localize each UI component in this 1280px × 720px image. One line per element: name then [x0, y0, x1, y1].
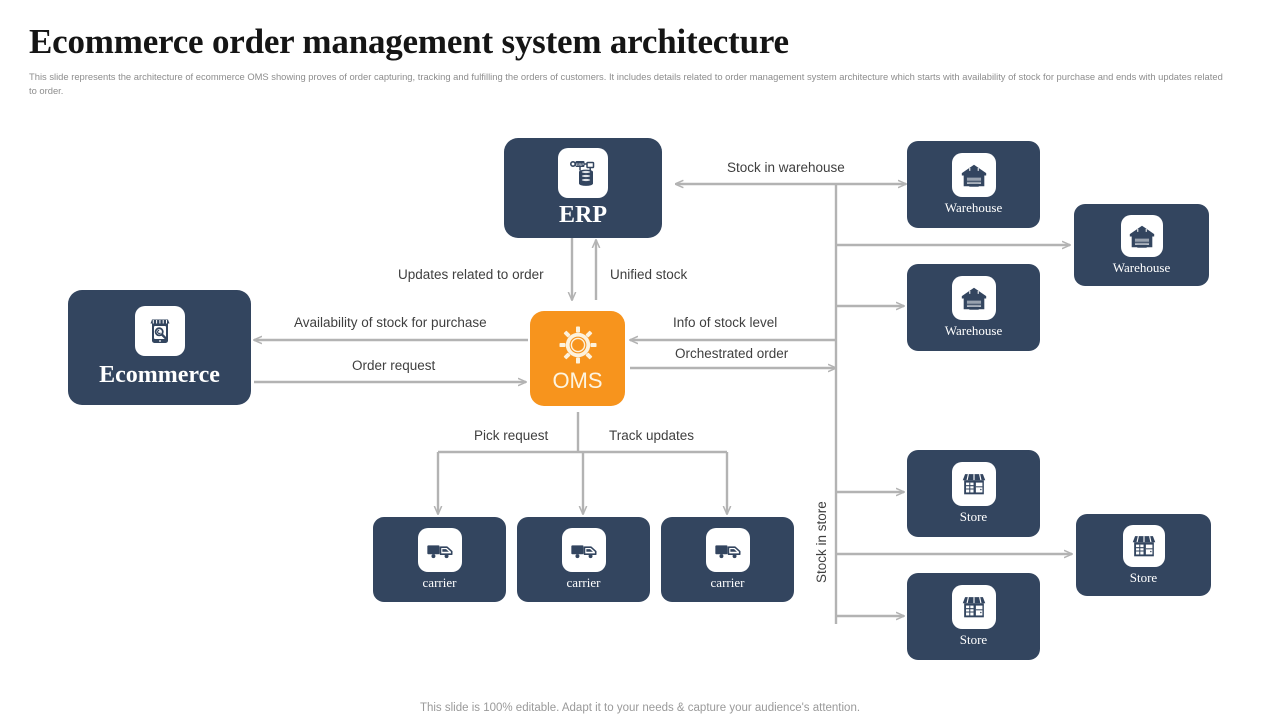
node-carrier-2[interactable]: carrier	[517, 517, 650, 602]
node-carrier-1[interactable]: carrier	[373, 517, 506, 602]
node-store-top-label: Store	[959, 509, 988, 524]
node-store-right[interactable]: Store	[1076, 514, 1211, 596]
truck-icon	[705, 528, 750, 572]
edge-label-unified-stock: Unified stock	[610, 267, 688, 282]
truck-icon	[561, 528, 606, 572]
node-carrier-3[interactable]: carrier	[661, 517, 794, 602]
node-erp[interactable]: ERP ERP	[504, 138, 662, 238]
truck-icon	[417, 528, 462, 572]
page-subtitle: This slide represents the architecture o…	[29, 71, 1223, 96]
node-ecommerce-label: Ecommerce	[99, 362, 220, 388]
online-shop-search-icon	[134, 306, 185, 356]
store-icon	[1122, 524, 1165, 567]
node-store-right-label: Store	[1129, 569, 1158, 585]
edge-label-track-updates: Track updates	[609, 428, 695, 443]
node-warehouse-right[interactable]: Warehouse	[1074, 204, 1209, 286]
node-warehouse-top-label: Warehouse	[944, 200, 1003, 215]
edge-label-stock-in-warehouse: Stock in warehouse	[727, 160, 845, 175]
gear-icon	[556, 323, 600, 367]
node-erp-label: ERP	[559, 201, 607, 228]
node-warehouse-right-label: Warehouse	[1112, 259, 1171, 275]
node-carrier-1-label: carrier	[422, 575, 457, 590]
page-title: Ecommerce order management system archit…	[29, 22, 789, 61]
warehouse-icon	[1120, 214, 1163, 257]
node-carrier-3-label: carrier	[710, 575, 745, 590]
edge-label-updates-related-to-order: Updates related to order	[398, 267, 544, 282]
footer-note: This slide is 100% editable. Adapt it to…	[419, 702, 861, 714]
svg-text:ERP: ERP	[576, 161, 585, 166]
edge-label-order-request: Order request	[352, 358, 436, 373]
node-store-bottom-label: Store	[959, 632, 988, 647]
node-warehouse-mid-label: Warehouse	[944, 323, 1003, 338]
edge-label-stock-in-store: Stock in store	[814, 501, 829, 583]
node-warehouse-mid[interactable]: Warehouse	[907, 264, 1040, 351]
node-store-top[interactable]: Store	[907, 450, 1040, 537]
store-icon	[951, 585, 996, 629]
warehouse-icon	[951, 276, 996, 320]
erp-database-icon: ERP	[558, 147, 608, 198]
store-icon	[951, 462, 996, 506]
edge-label-info-of-stock-level: Info of stock level	[673, 315, 778, 330]
edge-label-availability-of-stock-for-purchase: Availability of stock for purchase	[294, 315, 487, 330]
node-oms-label: OMS	[552, 368, 603, 393]
node-oms[interactable]: OMS	[530, 311, 625, 406]
node-carrier-2-label: carrier	[566, 575, 601, 590]
edge-label-pick-request: Pick request	[474, 428, 549, 443]
node-store-bottom[interactable]: Store	[907, 573, 1040, 660]
edge-label-orchestrated-order: Orchestrated order	[675, 346, 789, 361]
node-warehouse-top[interactable]: Warehouse	[907, 141, 1040, 228]
warehouse-icon	[951, 153, 996, 197]
node-ecommerce[interactable]: Ecommerce	[68, 290, 251, 405]
